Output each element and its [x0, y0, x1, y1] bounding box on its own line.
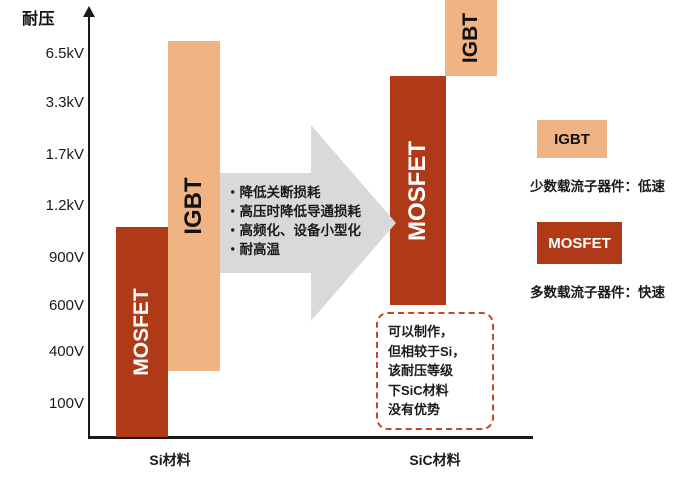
arrow-head-icon	[311, 125, 396, 321]
arrow-callout-line: ・耐高温	[226, 242, 280, 257]
y-tick-label: 6.5kV	[45, 45, 84, 62]
y-tick-label: 100V	[48, 395, 84, 412]
y-tick-label: 1.7kV	[45, 146, 84, 163]
benefits-arrow-callout: ・降低关断损耗 ・高压时降低导通损耗 ・高频化、设备小型化 ・耐高温	[220, 125, 396, 321]
y-axis-arrow-icon	[83, 6, 95, 17]
sic-note-line: 该耐压等级	[388, 363, 454, 378]
arrow-callout-line: ・降低关断损耗	[226, 185, 321, 200]
x-axis-line	[88, 436, 533, 439]
bar-si-igbt[interactable]: IGBT	[168, 41, 220, 371]
x-category-label-si: Si材料	[149, 452, 191, 468]
sic-note-callout: 可以制作， 但相较于Si， 该耐压等级 下SiC材料 没有优势	[376, 312, 494, 430]
arrow-callout-line: ・高频化、设备小型化	[226, 223, 361, 238]
legend-caption-igbt: 少数载流子器件：低速	[530, 179, 665, 194]
bar-sic-igbt[interactable]: IGBT	[445, 0, 497, 76]
x-category-label-sic: SiC材料	[409, 452, 461, 468]
legend-swatch-igbt[interactable]: IGBT	[537, 120, 607, 158]
bar-label-sic-mosfet: MOSFET	[404, 140, 431, 241]
y-tick-label: 600V	[48, 297, 84, 314]
y-tick-label: 1.2kV	[45, 197, 84, 214]
bar-sic-mosfet[interactable]: MOSFET	[390, 76, 446, 305]
y-tick-label: 900V	[48, 249, 84, 266]
legend-swatch-mosfet[interactable]: MOSFET	[537, 222, 622, 264]
sic-note-line: 可以制作，	[388, 324, 454, 339]
y-tick-label: 3.3kV	[45, 94, 84, 111]
sic-note-line: 下SiC材料	[388, 382, 449, 398]
legend-swatch-label-mosfet: MOSFET	[548, 234, 611, 252]
y-tick-label: 400V	[48, 343, 84, 360]
sic-note-line: 没有优势	[388, 402, 441, 417]
arrow-callout-line: ・高压时降低导通损耗	[226, 204, 361, 219]
y-axis-title: 耐压	[22, 11, 56, 28]
arrow-callout-text: ・降低关断损耗 ・高压时降低导通损耗 ・高频化、设备小型化 ・耐高温	[226, 183, 396, 259]
arrow-body-shape	[220, 173, 312, 273]
bar-si-mosfet[interactable]: MOSFET	[116, 227, 168, 437]
sic-note-text: 可以制作， 但相较于Si， 该耐压等级 下SiC材料 没有优势	[388, 322, 492, 420]
legend-swatch-label-igbt: IGBT	[554, 130, 590, 148]
legend-caption-mosfet: 多数载流子器件：快速	[530, 285, 665, 300]
bar-label-si-igbt: IGBT	[180, 177, 207, 235]
y-axis-line	[88, 14, 90, 438]
sic-note-line: 但相较于Si，	[388, 343, 466, 359]
bar-label-sic-igbt: IGBT	[459, 12, 482, 64]
bar-label-si-mosfet: MOSFET	[130, 288, 153, 376]
